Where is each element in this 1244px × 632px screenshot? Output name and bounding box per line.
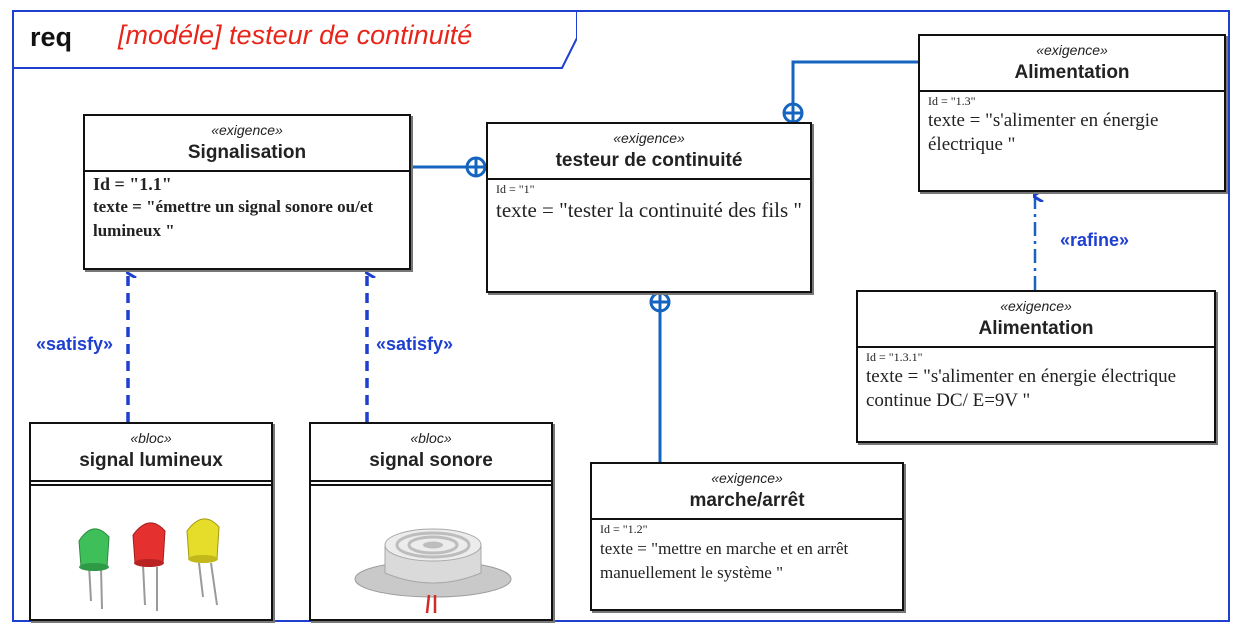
requirement-id: Id = "1.1" — [93, 174, 172, 194]
diagram-title: [modéle] testeur de continuité — [118, 20, 473, 50]
requirement-attributes: Id = "1.3" texte = "s'alimenter en énerg… — [920, 92, 1224, 159]
block-header: «bloc» signal sonore — [311, 424, 551, 486]
requirement-alimentation-dc[interactable]: «exigence» Alimentation Id = "1.3.1" tex… — [856, 290, 1216, 443]
stereotype-label: «bloc» — [130, 430, 172, 446]
buzzer-icon — [354, 528, 512, 614]
requirement-alimentation[interactable]: «exigence» Alimentation Id = "1.3" texte… — [918, 34, 1226, 192]
requirement-header: «exigence» marche/arrêt — [592, 464, 902, 520]
stereotype-label: «exigence» — [613, 130, 685, 146]
requirement-text: texte = "mettre en marche et en arrêt ma… — [600, 539, 849, 582]
containment-symbol-signalisation — [465, 156, 487, 178]
block-header: «bloc» signal lumineux — [31, 424, 271, 486]
requirement-text: texte = "émettre un signal sonore ou/et … — [93, 197, 374, 240]
requirement-id: Id = "1" — [496, 182, 535, 196]
stereotype-label: «exigence» — [1000, 298, 1072, 314]
requirement-header: «exigence» testeur de continuité — [488, 124, 810, 180]
requirement-text: texte = "s'alimenter en énergie électriq… — [928, 110, 1159, 155]
frame-tab — [12, 10, 577, 69]
block-signal-lumineux[interactable]: «bloc» signal lumineux — [29, 422, 273, 621]
satisfy-label-lumineux: «satisfy» — [36, 334, 114, 354]
diagram-keyword: req — [30, 22, 73, 52]
requirement-marche-arret[interactable]: «exigence» marche/arrêt Id = "1.2" texte… — [590, 462, 904, 611]
block-name: signal sonore — [369, 450, 493, 471]
satisfy-label-sonore: «satisfy» — [376, 334, 454, 354]
led-image — [78, 518, 220, 611]
diagram-frame — [12, 10, 1230, 622]
containment-line-alimentation — [791, 60, 918, 110]
requirement-id: Id = "1.3" — [928, 94, 976, 108]
stereotype-label: «exigence» — [211, 122, 283, 138]
requirement-name: Signalisation — [187, 142, 307, 163]
requirement-attributes: Id = "1.1" texte = "émettre un signal so… — [85, 172, 409, 245]
containment-symbol-alimentation — [782, 102, 804, 124]
requirement-text: texte = "tester la continuité des fils " — [496, 198, 802, 222]
requirement-text: texte = "s'alimenter en énergie électriq… — [866, 366, 1177, 411]
stereotype-label: «exigence» — [1036, 42, 1108, 58]
red-led-icon — [132, 522, 166, 611]
yellow-led-icon — [186, 518, 220, 606]
requirement-id: Id = "1.2" — [600, 522, 648, 536]
stereotype-label: «exigence» — [711, 470, 783, 486]
requirement-attributes: Id = "1.2" texte = "mettre en marche et … — [592, 520, 902, 587]
green-led-icon — [78, 528, 110, 610]
block-signal-sonore[interactable]: «bloc» signal sonore — [309, 422, 553, 621]
requirement-testeur[interactable]: «exigence» testeur de continuité Id = "1… — [486, 122, 812, 293]
requirement-name: Alimentation — [978, 318, 1094, 339]
requirement-header: «exigence» Alimentation — [920, 36, 1224, 92]
requirement-attributes: Id = "1.3.1" texte = "s'alimenter en éne… — [858, 348, 1214, 415]
requirement-name: marche/arrêt — [689, 490, 805, 511]
buzzer-image — [354, 528, 512, 614]
stereotype-label: «bloc» — [410, 430, 452, 446]
rafine-label: «rafine» — [1060, 230, 1130, 250]
requirement-header: «exigence» Alimentation — [858, 292, 1214, 348]
requirement-attributes: Id = "1" texte = "tester la continuité d… — [488, 180, 810, 226]
requirement-header: «exigence» Signalisation — [85, 116, 409, 172]
requirement-signalisation[interactable]: «exigence» Signalisation Id = "1.1" text… — [83, 114, 411, 270]
requirement-name: testeur de continuité — [555, 150, 743, 171]
containment-symbol-marche — [649, 291, 671, 313]
requirement-name: Alimentation — [1014, 62, 1130, 83]
block-name: signal lumineux — [79, 450, 223, 471]
requirement-id: Id = "1.3.1" — [866, 350, 923, 364]
